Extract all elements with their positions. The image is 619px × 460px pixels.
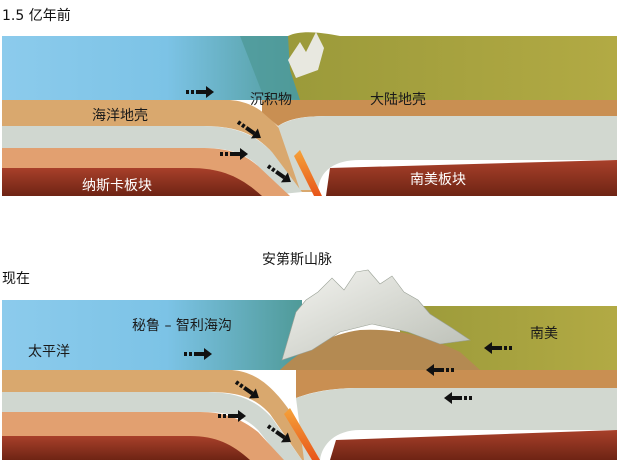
present-panel: 现在 安第斯山脉: [2, 251, 617, 460]
arrow-icon: [234, 380, 259, 399]
magma-streak: [294, 150, 322, 196]
arrow-icon: [426, 364, 454, 376]
ocean-water: [2, 300, 302, 370]
arrow-icon: [266, 164, 291, 183]
south-american-plate: [330, 430, 617, 460]
ocean-lithosphere: [2, 392, 302, 460]
south-american-plate-label: 南美板块: [410, 172, 466, 188]
ocean-lithosphere: [2, 126, 302, 194]
andes-mountain: [281, 269, 471, 361]
nazca-plate: [2, 168, 262, 196]
magma-streak: [284, 408, 320, 460]
continental-crust-layer: [262, 100, 617, 126]
ocean-crust-layer: [2, 370, 320, 460]
past-arrows: [186, 86, 291, 183]
arrow-icon: [220, 148, 248, 160]
continental-crust-layer: [296, 370, 617, 398]
arrow-icon: [236, 120, 261, 139]
continent-lithosphere: [296, 388, 617, 460]
past-title: 1.5 亿年前: [2, 7, 71, 24]
present-title: 现在: [2, 271, 30, 287]
arrow-icon: [184, 348, 212, 360]
continent-land: [288, 32, 617, 100]
arrow-icon: [266, 424, 291, 443]
arrow-icon: [186, 86, 214, 98]
nazca-plate: [2, 436, 250, 460]
arrow-icon: [218, 410, 246, 422]
coastal-peaks: [288, 32, 324, 78]
ocean-crust-label: 海洋地壳: [92, 107, 148, 124]
nazca-plate-label: 纳斯卡板块: [82, 178, 152, 194]
continental-crust-label: 大陆地壳: [370, 91, 426, 108]
sediment-label: 沉积物: [250, 92, 292, 108]
past-panel: 1.5 亿年前: [2, 7, 617, 196]
arrow-icon: [484, 342, 512, 354]
south-american-plate: [326, 160, 617, 196]
continent-lithosphere: [278, 116, 617, 190]
arrow-icon: [444, 392, 472, 404]
trench-label: 秘鲁 – 智利海沟: [132, 318, 232, 334]
andes-label: 安第斯山脉: [262, 251, 332, 268]
south-america-label: 南美: [530, 326, 558, 342]
pacific-label: 太平洋: [28, 344, 70, 360]
present-arrows: [184, 342, 512, 443]
